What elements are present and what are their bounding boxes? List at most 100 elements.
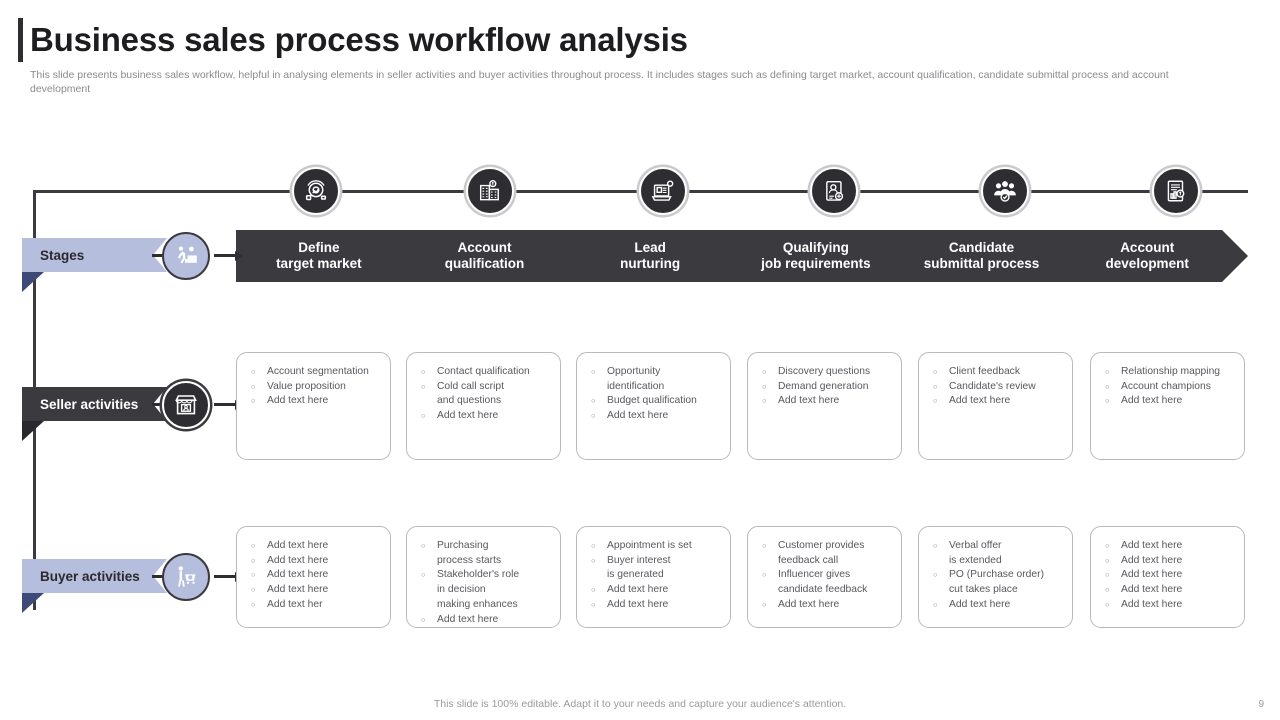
person-stairs-icon (162, 232, 210, 280)
stage-label-line2: qualification (444, 256, 525, 271)
list-item: Add text here (1101, 583, 1236, 597)
stage-cell-6[interactable]: Account development (1064, 230, 1248, 282)
stages-arrow-bar: Define target market Account qualificati… (236, 230, 1248, 282)
stage-node-icon-4 (810, 167, 858, 215)
list-item: Verbal offer (929, 539, 1064, 553)
list-item-continuation: process starts (437, 554, 502, 566)
list-item: Add text here (587, 583, 722, 597)
list-item: Add text here (1101, 539, 1236, 553)
buyer-card-3[interactable]: Appointment is set Buyer interest is gen… (576, 526, 731, 628)
seller-card-1[interactable]: Account segmentation Value proposition A… (236, 352, 391, 460)
list-item-continuation: candidate feedback (778, 584, 868, 596)
seller-card-3[interactable]: Opportunity identification Budget qualif… (576, 352, 731, 460)
row-badge-seller-label: Seller activities (40, 396, 139, 412)
stage-label-line2: submittal process (923, 256, 1040, 271)
list-item: Add text here (247, 554, 382, 568)
list-item: Add text here (1101, 554, 1236, 568)
list-item: Influencer gives (758, 568, 893, 582)
shop-store-icon (162, 381, 210, 429)
seller-card-1-list: Account segmentation Value proposition A… (247, 365, 382, 409)
page-number: 9 (1258, 699, 1264, 710)
row-badge-buyer-label: Buyer activities (40, 568, 140, 584)
list-item: Budget qualification (587, 394, 722, 408)
stage-label-line2: development (1105, 256, 1189, 271)
stage-label-line2: target market (276, 256, 362, 271)
stage-label-line1: Lead (634, 240, 666, 255)
seller-card-5[interactable]: Client feedback Candidate's review Add t… (918, 352, 1073, 460)
stage-cell-5[interactable]: Candidate submittal process (899, 230, 1065, 282)
page-subtitle: This slide presents business sales workf… (30, 69, 1169, 95)
list-item-continuation: is generated (607, 569, 664, 581)
buyer-card-4-list: Customer provides feedback call Influenc… (758, 539, 893, 612)
row-badge-buyer: Buyer activities (22, 559, 167, 593)
list-item: Add text here (929, 394, 1064, 408)
list-item: Discovery questions (758, 365, 893, 379)
list-item: Add text here (758, 598, 893, 612)
list-item-continuation: identification (607, 380, 665, 392)
stage-label-line2: nurturing (620, 256, 681, 271)
stage-cell-2[interactable]: Account qualification (402, 230, 568, 282)
list-item: Add text here (247, 568, 382, 582)
list-item: Cold call script (417, 380, 552, 394)
list-item-continuation: cut takes place (949, 584, 1018, 596)
list-item: Add text here (1101, 568, 1236, 582)
list-item-continuation: feedback call (778, 554, 839, 566)
buyer-card-1-list: Add text here Add text here Add text her… (247, 539, 382, 612)
stage-label-line1: Candidate (948, 240, 1015, 255)
stage-cell-1[interactable]: Define target market (236, 230, 402, 282)
list-item: Purchasing (417, 539, 552, 553)
list-item: Contact qualification (417, 365, 552, 379)
seller-card-4[interactable]: Discovery questions Demand generation Ad… (747, 352, 902, 460)
list-item: Account segmentation (247, 365, 382, 379)
list-item: Add text here (929, 598, 1064, 612)
buyer-connector (152, 575, 170, 578)
list-item: Appointment is set (587, 539, 722, 553)
list-item: Client feedback (929, 365, 1064, 379)
list-item: Add text here (247, 539, 382, 553)
list-item: Add text here (417, 409, 552, 423)
list-item-continuation: making enhances (437, 598, 518, 610)
row-badge-stages: Stages (22, 238, 167, 272)
list-item: Add text here (247, 583, 382, 597)
list-item: Relationship mapping (1101, 365, 1236, 379)
stage-node-icon-5 (981, 167, 1029, 215)
buyer-card-5[interactable]: Verbal offer is extended PO (Purchase or… (918, 526, 1073, 628)
stage-cell-4[interactable]: Qualifying job requirements (733, 230, 899, 282)
list-item: Stakeholder's role (417, 568, 552, 582)
stage-node-icon-2 (466, 167, 514, 215)
stages-arrow (214, 250, 243, 261)
stage-label-line1: Account (457, 240, 512, 255)
list-item: Add text here (587, 598, 722, 612)
seller-card-3-list: Opportunity identification Budget qualif… (587, 365, 722, 424)
buyer-card-4[interactable]: Customer provides feedback call Influenc… (747, 526, 902, 628)
stage-label-line2: job requirements (761, 256, 871, 271)
list-item: Add text here (587, 409, 722, 423)
stage-node-icon-6 (1152, 167, 1200, 215)
list-item: Add text here (417, 613, 552, 627)
stage-label-line1: Account (1120, 240, 1175, 255)
shopper-cart-icon (162, 553, 210, 601)
seller-card-2[interactable]: Contact qualification Cold call script a… (406, 352, 561, 460)
buyer-card-6[interactable]: Add text here Add text here Add text her… (1090, 526, 1245, 628)
list-item: Opportunity (587, 365, 722, 379)
buyer-card-1[interactable]: Add text here Add text here Add text her… (236, 526, 391, 628)
list-item-continuation: is extended (949, 554, 1002, 566)
stage-label-line1: Qualifying (782, 240, 849, 255)
list-item: Buyer interest (587, 554, 722, 568)
footer-note: This slide is 100% editable. Adapt it to… (433, 698, 847, 710)
list-item: Customer provides (758, 539, 893, 553)
list-item: Demand generation (758, 380, 893, 394)
stage-node-icon-1 (292, 167, 340, 215)
row-badge-seller: Seller activities (22, 387, 167, 421)
list-item: Candidate's review (929, 380, 1064, 394)
stage-node-icon-3 (639, 167, 687, 215)
list-item: Add text here (758, 394, 893, 408)
stage-cell-3[interactable]: Lead nurturing (567, 230, 733, 282)
seller-card-6[interactable]: Relationship mapping Account champions A… (1090, 352, 1245, 460)
buyer-card-6-list: Add text here Add text here Add text her… (1101, 539, 1236, 612)
seller-card-4-list: Discovery questions Demand generation Ad… (758, 365, 893, 409)
buyer-arrow (214, 571, 243, 582)
buyer-card-2[interactable]: Purchasing process starts Stakeholder's … (406, 526, 561, 628)
seller-connector (152, 403, 170, 406)
